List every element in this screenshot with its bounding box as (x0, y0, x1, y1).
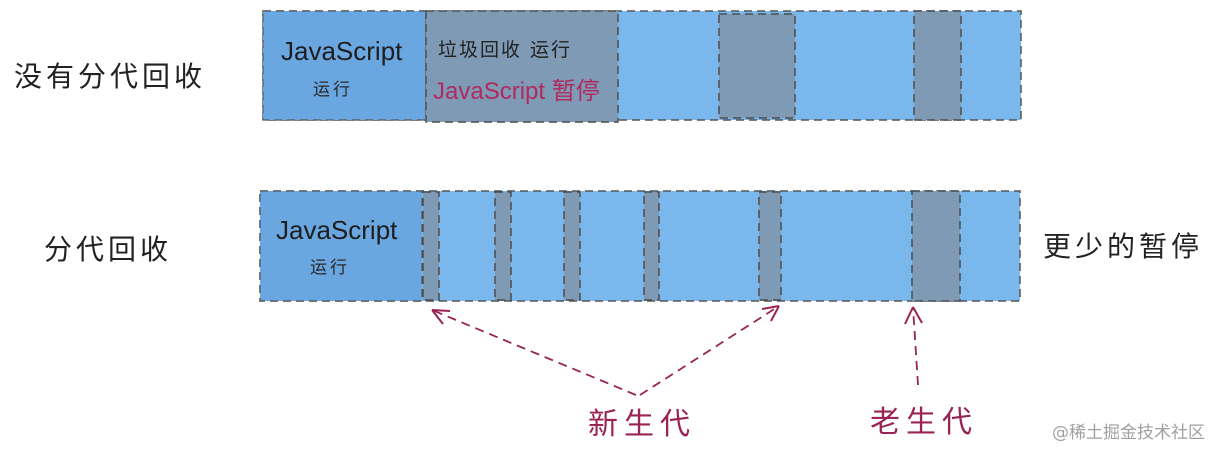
young-gen-arrow-right (639, 305, 780, 396)
top-row: 没有分代回收 JavaScript 运行 垃圾回收 运行 JavaScript … (14, 10, 1022, 123)
young-gen-arrowhead-right (761, 305, 780, 322)
top-gc-title: 垃圾回收 运行 (438, 39, 572, 61)
watermark: @稀土掘金技术社区 (1052, 423, 1205, 443)
fewer-pauses-note: 更少的暂停 (1043, 230, 1203, 263)
bottom-js-sub: 运行 (310, 258, 350, 278)
old-gen-label: 老生代 (870, 405, 978, 440)
top-gc-long-pause-block (425, 10, 619, 123)
top-js-run-block (262, 10, 427, 121)
bottom-js-run-block (259, 190, 423, 302)
top-gc-block-2 (718, 13, 796, 119)
bottom-row-label: 分代回收 (44, 233, 172, 266)
bottom-js-title: JavaScript (276, 215, 398, 245)
bottom-row: 分代回收 JavaScript 运行 更少的暂停 (44, 190, 1203, 302)
top-row-label: 没有分代回收 (14, 60, 206, 93)
old-gc-block (911, 190, 961, 302)
young-gen-label: 新生代 (588, 407, 696, 442)
top-js-title: JavaScript (281, 36, 403, 66)
young-gc-block-4 (643, 191, 660, 301)
young-gc-block-5 (758, 191, 782, 301)
old-gen-arrow (912, 306, 919, 386)
young-gc-block-1 (422, 191, 440, 301)
young-gen-arrowhead-left (431, 309, 451, 325)
top-pause-title: JavaScript 暂停 (433, 78, 600, 105)
young-gen-arrow-left (431, 309, 637, 396)
young-gc-block-3 (563, 191, 581, 301)
annotations: 新生代 老生代 (431, 305, 978, 442)
young-gc-block-2 (494, 191, 512, 301)
top-gc-block-3 (913, 10, 962, 121)
old-gen-arrowhead (904, 306, 923, 325)
top-js-sub: 运行 (313, 80, 353, 100)
